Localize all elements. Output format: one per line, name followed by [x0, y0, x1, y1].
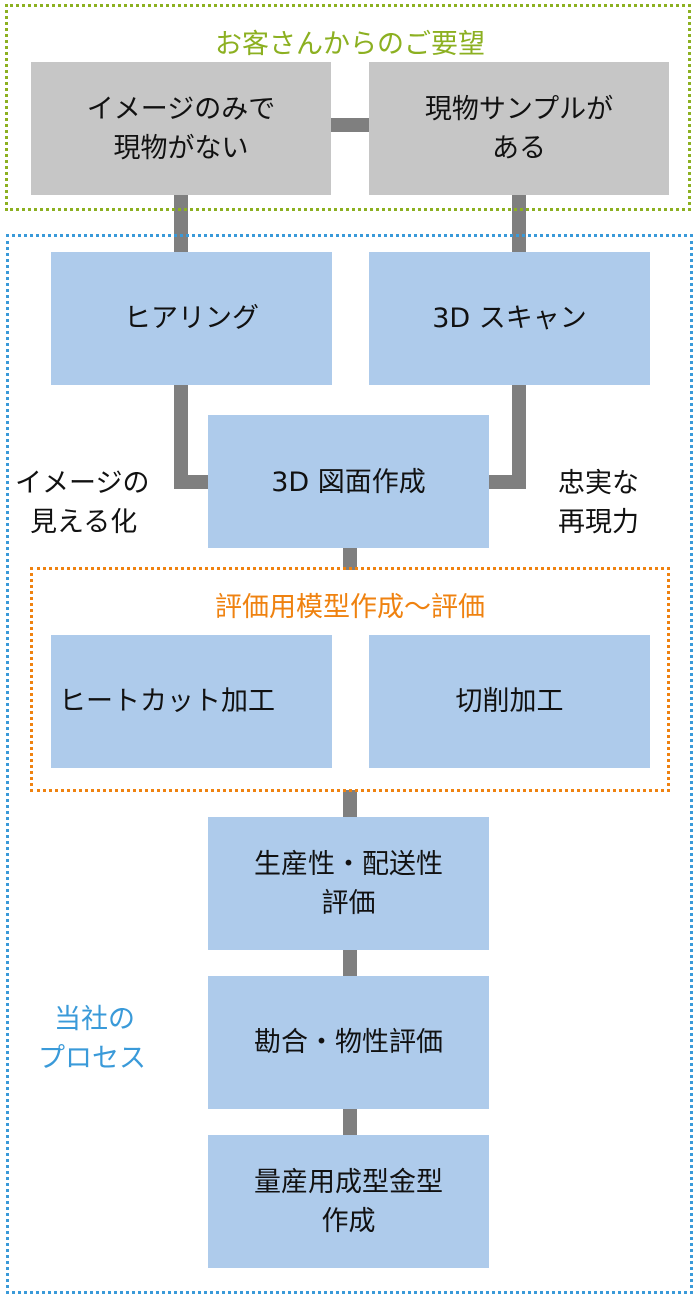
- request-has-sample-line1: 現物サンプルが: [424, 93, 614, 125]
- step-mold-line2: 作成: [321, 1205, 376, 1237]
- scan-3d-box: 3D スキャン: [369, 252, 650, 385]
- step-mold-box: 量産用成型金型 作成: [208, 1135, 489, 1268]
- customer-request-frame: [5, 4, 691, 211]
- cutting-label: 切削加工: [455, 686, 564, 717]
- process-label: 当社の プロセス: [38, 1000, 146, 1078]
- connector-scan-to-drawing-v: [512, 385, 526, 489]
- right-note: 忠実な 再現力: [558, 464, 639, 542]
- left-note-line2: 見える化: [30, 507, 138, 538]
- scan-3d-label: 3D スキャン: [432, 303, 587, 334]
- request-has-sample-box: 現物サンプルが ある: [369, 62, 669, 195]
- right-note-line2: 再現力: [558, 507, 639, 538]
- heat-cut-box: ヒートカット加工: [51, 635, 332, 768]
- left-note: イメージの 見える化: [15, 464, 149, 542]
- model-stage-title: 評価用模型作成～評価: [215, 592, 485, 623]
- model-stage-frame: [30, 567, 670, 792]
- request-no-physical-line2: 現物がない: [113, 132, 249, 164]
- connector-step2-to-step3: [343, 1109, 357, 1136]
- process-frame: [6, 234, 693, 1294]
- drawing-3d-box: 3D 図面作成: [208, 415, 489, 548]
- step-productivity-line2: 評価: [321, 887, 376, 919]
- step-fit-box: 勘合・物性評価: [208, 976, 489, 1109]
- drawing-3d-label: 3D 図面作成: [271, 467, 426, 498]
- hearing-box: ヒアリング: [51, 252, 332, 385]
- connector-scan-to-drawing-h: [488, 475, 526, 489]
- process-label-line1: 当社の: [54, 1004, 135, 1035]
- request-has-sample-line2: ある: [492, 132, 546, 164]
- request-no-physical-box: イメージのみで 現物がない: [31, 62, 331, 195]
- connector-hearing-to-drawing-h: [174, 475, 210, 489]
- customer-request-title: お客さんからのご要望: [215, 29, 485, 60]
- step-productivity-box: 生産性・配送性 評価: [208, 817, 489, 950]
- left-note-line1: イメージの: [15, 468, 150, 499]
- connector-request-link: [330, 118, 370, 132]
- request-no-physical-line1: イメージのみで: [86, 93, 276, 125]
- connector-hearing-to-drawing-v: [174, 385, 188, 489]
- hearing-label: ヒアリング: [124, 303, 259, 334]
- right-note-line1: 忠実な: [558, 468, 639, 499]
- connector-step1-to-step2: [343, 950, 357, 977]
- cutting-box: 切削加工: [369, 635, 650, 768]
- process-label-line2: プロセス: [38, 1043, 146, 1074]
- step-mold-line1: 量産用成型金型: [254, 1166, 443, 1198]
- step-fit-label: 勘合・物性評価: [254, 1027, 443, 1058]
- connector-drawing-to-model: [343, 548, 357, 570]
- heat-cut-label: ヒートカット加工: [59, 686, 275, 717]
- step-productivity-line1: 生産性・配送性: [254, 848, 443, 880]
- connector-model-to-step1: [343, 790, 357, 818]
